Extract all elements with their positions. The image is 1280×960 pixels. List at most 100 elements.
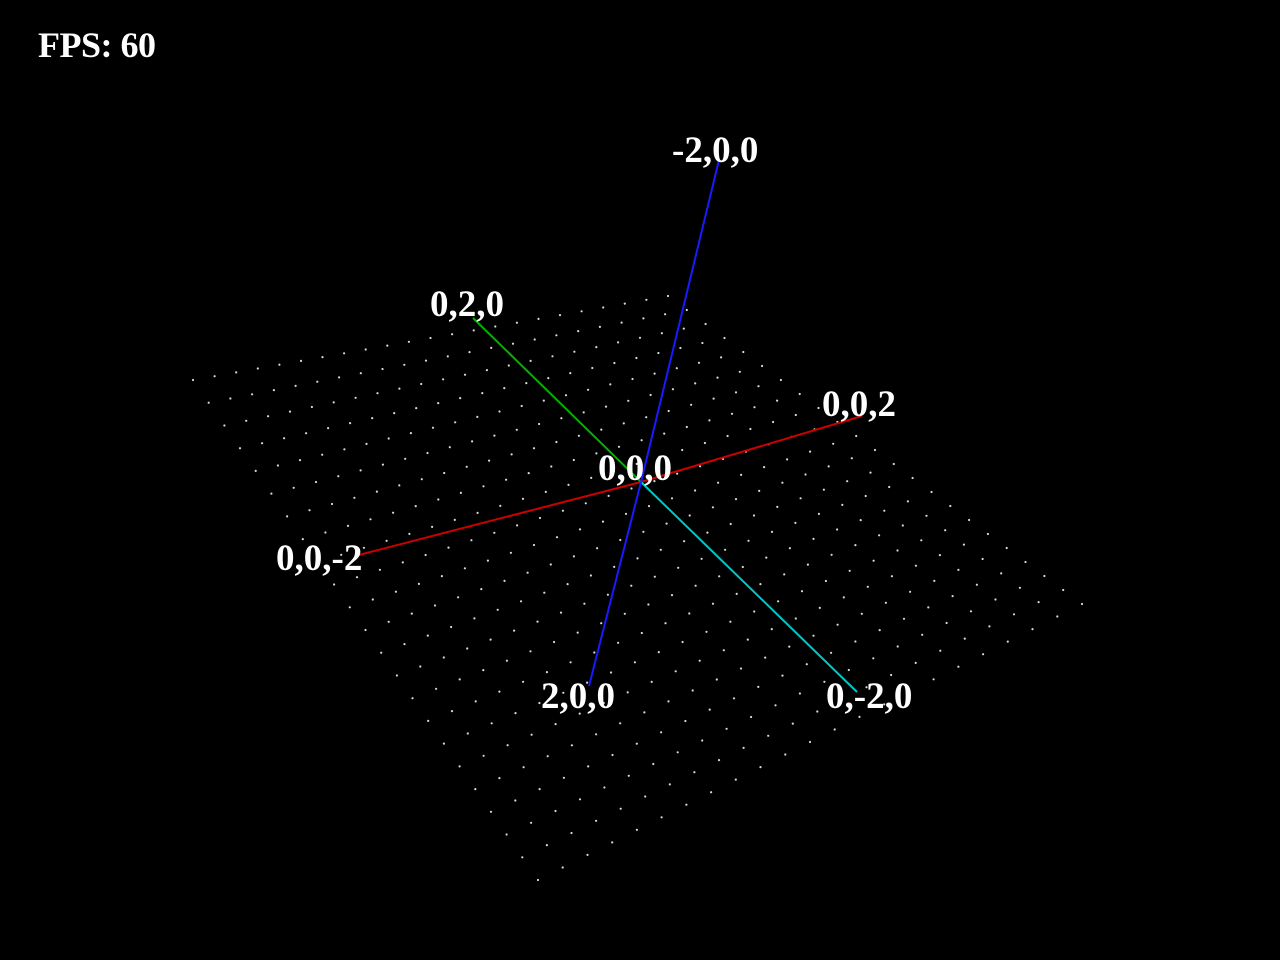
grid-dot xyxy=(739,667,743,670)
grid-dot xyxy=(747,539,750,542)
grid-dot xyxy=(465,465,468,468)
grid-dot xyxy=(909,590,912,593)
grid-dot xyxy=(860,612,863,615)
grid-dot xyxy=(474,700,477,703)
grid-dot xyxy=(841,503,844,506)
grid-dot xyxy=(606,593,610,596)
grid-dot xyxy=(663,432,666,435)
grid-dot xyxy=(872,559,875,562)
grid-dot xyxy=(907,690,911,693)
grid-dot xyxy=(256,367,259,370)
grid-dot xyxy=(555,334,558,337)
grid-dot xyxy=(596,547,599,550)
grid-dot xyxy=(911,476,914,480)
grid-dot xyxy=(776,505,779,508)
grid-dot xyxy=(630,584,633,587)
grid-dot xyxy=(848,569,851,572)
grid-dot xyxy=(776,399,779,402)
grid-dot xyxy=(431,525,434,529)
grid-dot xyxy=(607,494,610,497)
grid-dot xyxy=(677,566,680,569)
grid-dot xyxy=(804,473,807,476)
grid-dot xyxy=(842,596,845,599)
grid-dot xyxy=(774,704,777,707)
grid-dot xyxy=(442,742,445,745)
grid-dot xyxy=(343,448,346,451)
grid-dot xyxy=(674,670,677,673)
grid-dot xyxy=(706,531,709,534)
grid-dot xyxy=(653,575,656,578)
grid-dot xyxy=(986,532,990,536)
grid-dot xyxy=(371,417,374,420)
grid-dot xyxy=(798,692,802,695)
grid-dot xyxy=(1056,615,1059,618)
grid-dot xyxy=(459,397,462,400)
grid-dot xyxy=(794,413,797,417)
grid-dot xyxy=(685,308,688,312)
grid-dot xyxy=(693,771,696,774)
grid-dot xyxy=(1005,546,1008,550)
grid-dot xyxy=(564,394,568,397)
grid-dot xyxy=(1012,613,1016,616)
grid-dot xyxy=(817,512,821,516)
grid-dot xyxy=(550,465,553,468)
grid-dot xyxy=(665,522,668,525)
grid-dot xyxy=(401,561,404,564)
grid-dot xyxy=(532,447,536,450)
grid-dot xyxy=(538,516,542,520)
grid-dot xyxy=(526,571,529,574)
grid-dot xyxy=(314,480,318,484)
grid-dot xyxy=(981,557,984,561)
grid-dot xyxy=(316,380,319,383)
grid-dot xyxy=(660,731,663,734)
grid-dot xyxy=(949,504,952,508)
grid-dot xyxy=(433,604,437,607)
grid-dot xyxy=(471,440,474,443)
z-axis-positive-line xyxy=(640,415,863,483)
grid-dot xyxy=(493,531,496,534)
grid-dot xyxy=(223,424,226,427)
grid-dot xyxy=(488,459,491,462)
grid-dot xyxy=(482,669,485,672)
grid-dot xyxy=(1037,601,1040,604)
grid-dot xyxy=(700,557,703,560)
grid-dot xyxy=(364,348,367,351)
grid-dot xyxy=(957,665,960,668)
grid-dot xyxy=(786,458,789,461)
grid-dot xyxy=(288,410,292,413)
grid-dot xyxy=(812,537,815,541)
grid-dot xyxy=(658,455,661,458)
grid-dot xyxy=(546,755,549,758)
grid-dot xyxy=(788,547,792,550)
grid-dot xyxy=(332,401,335,404)
grid-dot xyxy=(545,844,549,847)
grid-dot xyxy=(503,579,506,583)
grid-dot xyxy=(759,766,762,769)
grid-dot xyxy=(459,491,462,494)
grid-dot xyxy=(520,404,523,408)
grid-dot xyxy=(933,579,936,583)
grid-dot xyxy=(708,708,711,711)
grid-dot xyxy=(547,377,550,380)
grid-dot xyxy=(466,647,469,650)
grid-dot xyxy=(816,710,819,713)
grid-dot xyxy=(270,492,273,495)
y-axis-negative-line xyxy=(640,481,858,693)
grid-dot xyxy=(578,798,582,801)
grid-dot xyxy=(595,819,598,822)
grid-dot xyxy=(788,645,791,648)
grid-dot xyxy=(611,753,614,757)
grid-dot xyxy=(353,496,356,499)
grid-dot xyxy=(752,514,756,517)
grid-dot xyxy=(364,628,367,632)
grid-dot xyxy=(763,466,766,469)
grid-dot xyxy=(238,447,242,450)
grid-dot xyxy=(453,518,456,522)
grid-dot xyxy=(593,651,596,654)
grid-dot xyxy=(590,476,593,479)
grid-dot xyxy=(701,341,704,345)
grid-dot xyxy=(854,544,857,547)
grid-dot xyxy=(764,656,767,659)
